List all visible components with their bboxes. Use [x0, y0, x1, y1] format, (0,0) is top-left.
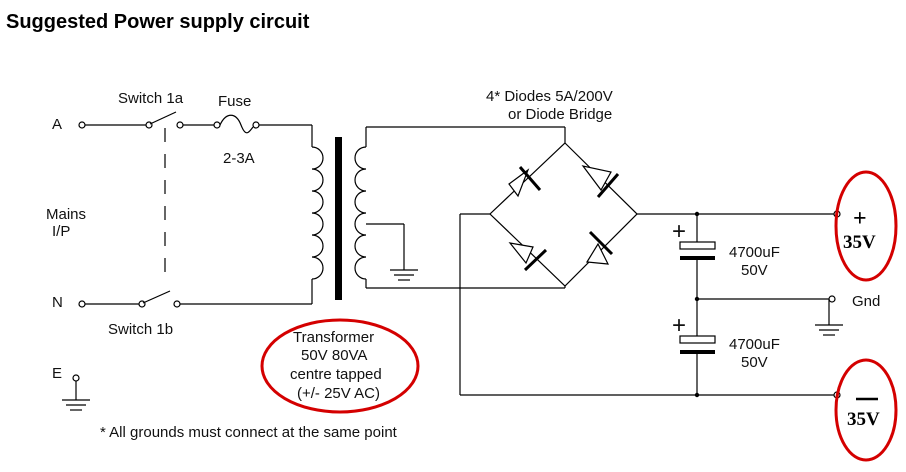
negative-voltage-label: 35V — [847, 409, 880, 430]
transformer-label-2: 50V 80VA — [301, 347, 367, 364]
switch-1a — [85, 111, 214, 129]
terminal-a — [78, 121, 86, 129]
capacitor-1-voltage: 50V — [741, 262, 768, 279]
capacitor-1-plus: + — [672, 218, 686, 245]
transformer-label-4: (+/- 25V AC) — [297, 385, 380, 402]
diode-bridge-label: or Diode Bridge — [508, 106, 612, 123]
transformer-label-1: Transformer — [293, 329, 374, 346]
fuse-label: Fuse — [218, 93, 251, 110]
gnd-label: Gnd — [852, 293, 880, 310]
terminal-e-label: E — [52, 365, 62, 382]
capacitor-1-value: 4700uF — [729, 244, 780, 261]
transformer — [311, 125, 418, 304]
terminal-n-label: N — [52, 294, 63, 311]
capacitor-2-plus: + — [672, 312, 686, 339]
positive-voltage-label: 35V — [843, 232, 876, 253]
terminal-a-label: A — [52, 116, 62, 133]
positive-sign: + — [853, 206, 867, 232]
page-title: Suggested Power supply circuit — [6, 11, 310, 33]
capacitor-2-voltage: 50V — [741, 354, 768, 371]
positive-output-highlight — [834, 170, 898, 282]
diodes-label: 4* Diodes 5A/200V — [486, 88, 613, 105]
switch-1a-label: Switch 1a — [118, 90, 184, 107]
fuse — [213, 114, 312, 134]
negative-output-highlight — [834, 358, 898, 462]
switch-1b — [85, 290, 312, 308]
gnd-output — [697, 295, 843, 336]
diode-bridge — [489, 142, 638, 287]
transformer-label-3: centre tapped — [290, 366, 382, 383]
switch-1b-label: Switch 1b — [108, 321, 173, 338]
earth-ground-symbol — [62, 374, 90, 411]
footnote: * All grounds must connect at the same p… — [100, 424, 398, 441]
mains-ip-label: I/P — [52, 223, 70, 240]
capacitor-1 — [679, 214, 716, 299]
fuse-rating-label: 2-3A — [223, 150, 255, 167]
capacitor-2-value: 4700uF — [729, 336, 780, 353]
capacitor-2 — [679, 299, 716, 395]
terminal-n — [78, 300, 86, 308]
mains-label: Mains — [46, 206, 86, 223]
transformer-highlight — [260, 318, 420, 414]
